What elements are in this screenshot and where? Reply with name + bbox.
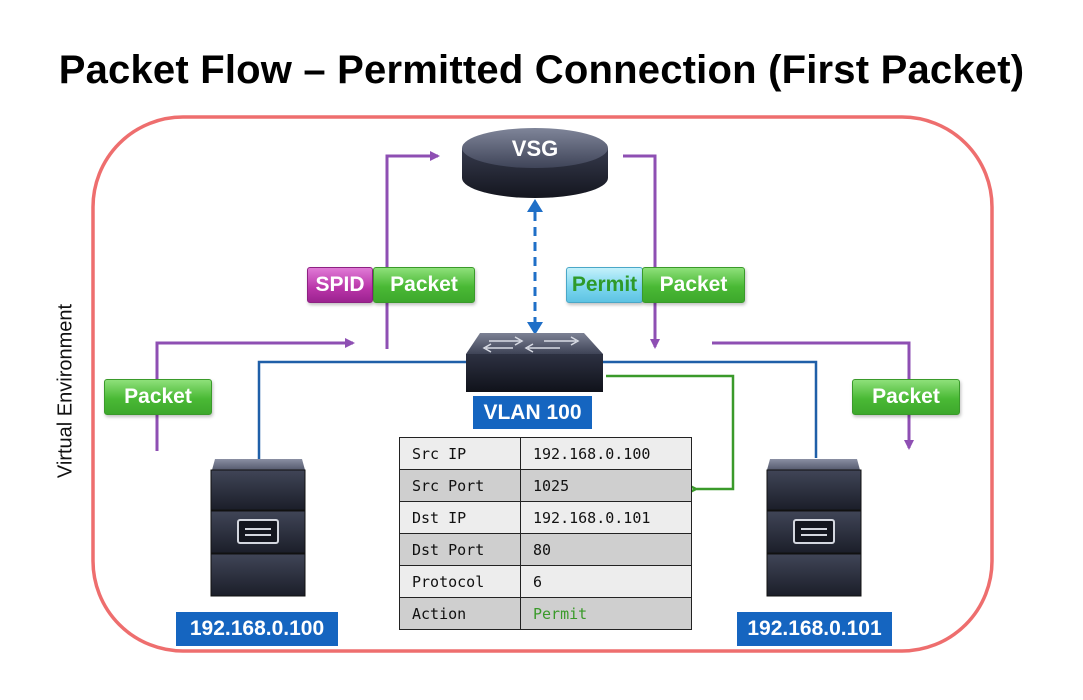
flow-row: Action Permit: [399, 597, 692, 630]
flow-value: 192.168.0.101: [520, 501, 692, 534]
flow-row: Protocol 6: [399, 565, 692, 598]
switch-icon: [466, 333, 603, 392]
permit-tag: Permit: [566, 267, 643, 303]
packet-tag-to-vsg: Packet: [373, 267, 475, 303]
flow-field: Dst Port: [399, 533, 521, 566]
server-left-ip: 192.168.0.100: [176, 612, 338, 646]
flow-value: 192.168.0.100: [520, 437, 692, 470]
control-link-arrow-up: [527, 199, 543, 212]
flow-table-arrow: [606, 374, 735, 489]
packet-tag-right: Packet: [852, 379, 960, 415]
spid-tag: SPID: [307, 267, 373, 303]
flow-row: Dst Port 80: [399, 533, 692, 566]
flow-arrow-left-in: [155, 338, 355, 451]
environment-border: [91, 115, 994, 653]
flow-value: 80: [520, 533, 692, 566]
flow-field: Protocol: [399, 565, 521, 598]
flow-row: Dst IP 192.168.0.101: [399, 501, 692, 534]
flow-field: Action: [399, 597, 521, 630]
flow-value: 1025: [520, 469, 692, 502]
server-right-icon: [766, 459, 862, 597]
flow-row: Src Port 1025: [399, 469, 692, 502]
server-right-ip: 192.168.0.101: [737, 612, 892, 646]
flow-arrow-from-vsg: [623, 154, 660, 349]
packet-tag-left: Packet: [104, 379, 212, 415]
vsg-label: VSG: [512, 136, 558, 161]
network-line-left: [257, 360, 466, 460]
flow-field: Dst IP: [399, 501, 521, 534]
packet-tag-from-vsg: Packet: [642, 267, 745, 303]
server-left-icon: [210, 459, 306, 597]
vlan-label: VLAN 100: [473, 396, 592, 429]
network-line-right: [600, 360, 818, 458]
control-link-arrow-down: [527, 322, 543, 335]
virtual-environment-label: Virtual Environment: [54, 303, 77, 479]
flow-arrow-to-vsg: [385, 151, 440, 349]
flow-value-action: Permit: [520, 597, 692, 630]
flow-field: Src Port: [399, 469, 521, 502]
flow-row: Src IP 192.168.0.100: [399, 437, 692, 470]
vsg-appliance: VSG: [462, 128, 608, 198]
flow-value: 6: [520, 565, 692, 598]
flow-table: Src IP 192.168.0.100 Src Port 1025 Dst I…: [399, 437, 692, 630]
page-title: Packet Flow – Permitted Connection (Firs…: [58, 48, 1025, 92]
flow-field: Src IP: [399, 437, 521, 470]
